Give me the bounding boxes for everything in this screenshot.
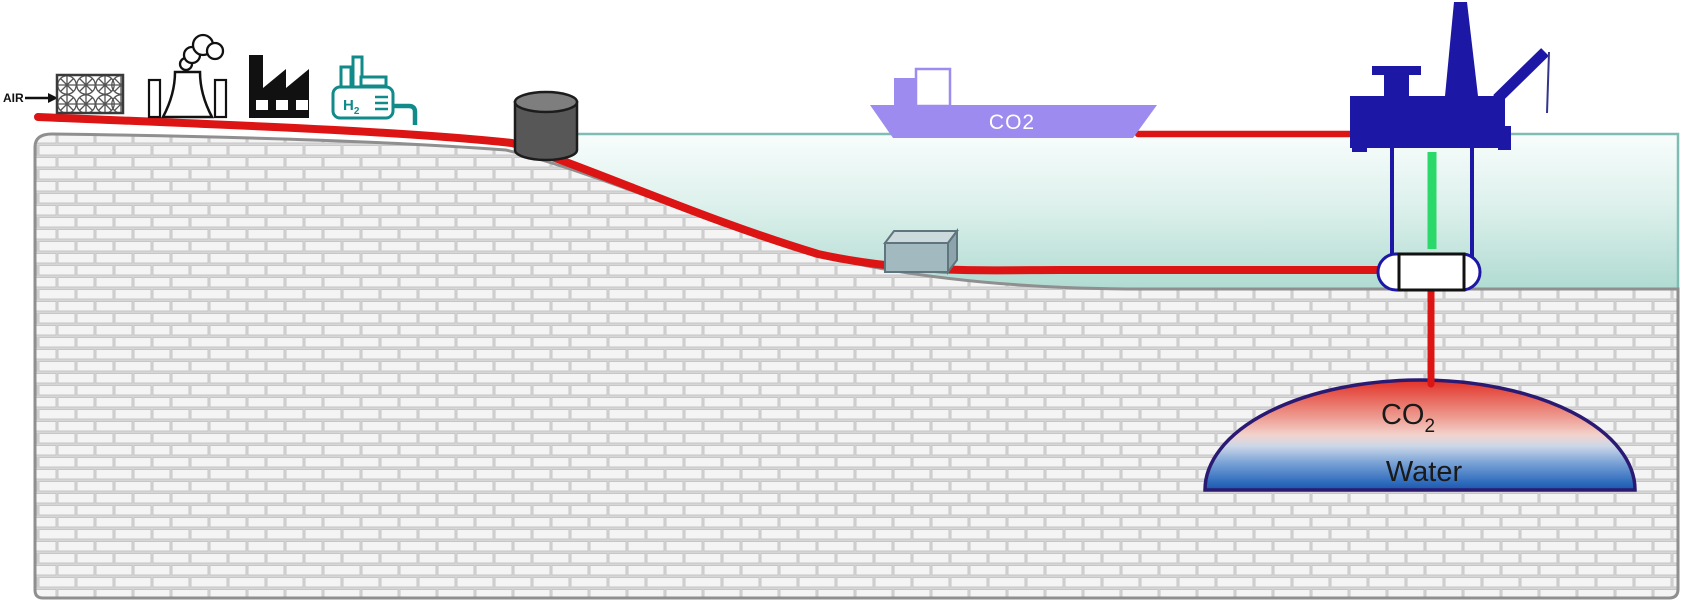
fan-grid-icon <box>55 73 125 115</box>
manifold-top-face <box>883 230 959 244</box>
h2-plant-icon <box>331 55 418 125</box>
tank-body <box>513 100 579 162</box>
platform-module-column <box>1384 74 1409 97</box>
subsea-manifold-icon <box>883 228 959 275</box>
co2-tanker-icon: CO2 <box>870 67 1157 138</box>
platform-deck <box>1350 96 1505 148</box>
storage-tank-icon <box>513 90 579 162</box>
platform-module-top <box>1372 66 1421 75</box>
crane-icon <box>1493 48 1549 103</box>
factory-icon <box>249 55 309 118</box>
crane-cable <box>1546 51 1550 114</box>
tank-top <box>513 90 579 114</box>
steam-cloud-icon <box>178 33 225 72</box>
wellhead-body <box>1397 252 1466 292</box>
subsea-wellhead-icon <box>1376 252 1482 292</box>
platform-deck-tab <box>1352 140 1367 152</box>
manifold-front-face <box>884 242 949 273</box>
ship-cargo-label: CO2 <box>989 111 1035 134</box>
reservoir-water-label: Water <box>1386 456 1463 488</box>
ship-wheelhouse <box>914 67 952 108</box>
h2-pipe <box>393 103 418 125</box>
offshore-platform-icon <box>1350 2 1511 152</box>
cooling-tower-icon <box>147 33 228 119</box>
vent-lines <box>375 95 388 111</box>
h2-label: H2 <box>343 97 360 117</box>
ship-hull <box>870 105 1157 138</box>
derrick-tower <box>1445 2 1478 96</box>
air-arrow-icon <box>25 93 58 103</box>
air-label: AIR <box>3 91 24 105</box>
platform-deck-ledge <box>1498 126 1511 150</box>
reservoir-co2-label: CO2 <box>1381 399 1435 437</box>
reservoir-dome-icon <box>1203 378 1637 492</box>
ship-superstructure <box>894 78 916 106</box>
